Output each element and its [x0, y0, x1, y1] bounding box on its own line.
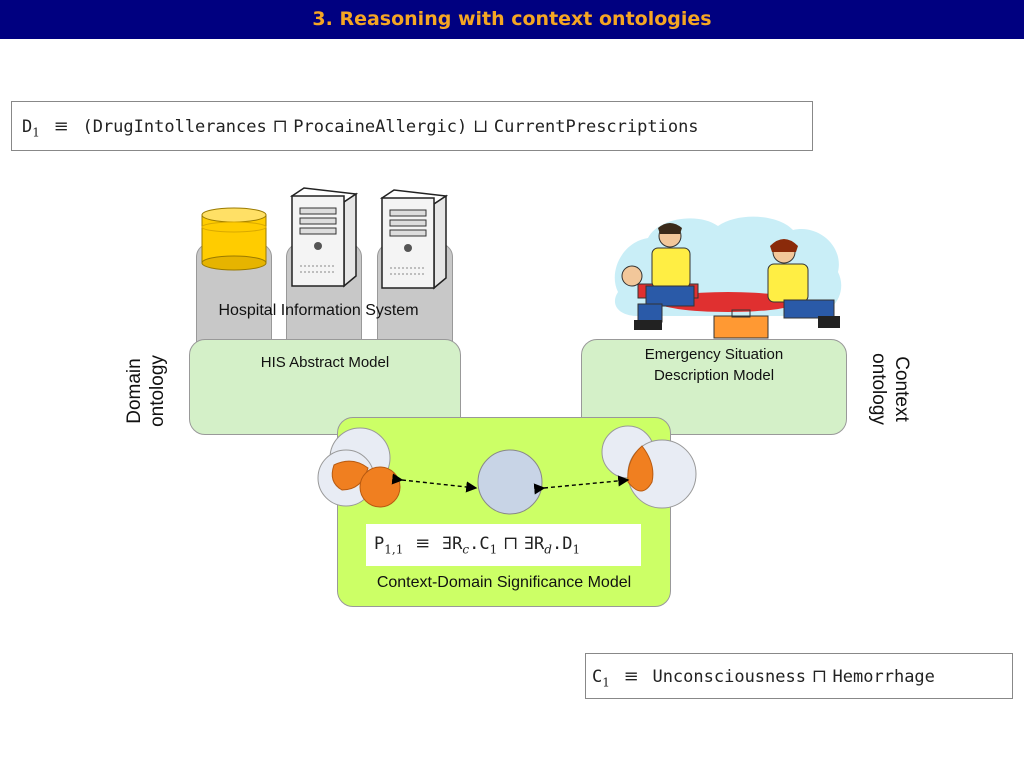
context-ontology-line1: Context	[891, 356, 912, 422]
c1-and: ⊓	[811, 666, 827, 687]
database-icon	[201, 207, 267, 271]
d1-procaine-allergic: ProcaineAllergic	[293, 117, 458, 137]
paramedics-clipart	[614, 216, 842, 339]
server-icon	[289, 187, 358, 288]
p11-equiv: ≡	[415, 533, 431, 554]
context-ontology-label: Context ontology	[865, 339, 913, 439]
formula-c1-box: C1 ≡ Unconsciousness ⊓ Hemorrhage	[585, 653, 1013, 699]
header-bar	[0, 0, 1024, 39]
slide-title: 3. Reasoning with context ontologies	[312, 8, 712, 30]
formula-d1-box: D1 ≡ (DrugIntollerances ⊓ ProcaineAllerg…	[11, 101, 813, 151]
d1-current-prescriptions: CurrentPrescriptions	[493, 117, 699, 137]
his-label: Hospital Information System	[218, 302, 419, 319]
p11-rd-sub: d	[544, 542, 552, 557]
emergency-situation-model-label-line1: Emergency Situation	[644, 346, 784, 363]
c1-hemorrhage: Hemorrhage	[832, 667, 935, 687]
emergency-situation-model-label-line2: Description Model	[653, 367, 775, 384]
c1-lhs-sub: 1	[602, 675, 610, 690]
p11-c: .C	[469, 534, 490, 554]
context-ontology-line2: ontology	[868, 353, 889, 425]
p11-and: ⊓	[502, 533, 519, 554]
his-abstract-model-label: HIS Abstract Model	[260, 354, 390, 371]
d1-drug-intollerances: DrugIntollerances	[92, 117, 267, 137]
context-overlap-orange	[627, 445, 654, 492]
d1-lhs-sub: 1	[32, 125, 40, 140]
d1-lhs: D	[22, 117, 33, 137]
p11-c-sub: 1	[489, 542, 498, 557]
p11-d: .D	[551, 534, 573, 554]
c1-equiv: ≡	[623, 666, 639, 687]
p11-lhs-sub: 1,1	[384, 542, 404, 557]
context-domain-significance-label: Context-Domain Significance Model	[376, 574, 632, 591]
d1-close-paren: )	[457, 117, 468, 137]
domain-ontology-line2: ontology	[147, 355, 168, 427]
p11-d-sub: 1	[572, 542, 581, 557]
p11-rc-sub: c	[462, 542, 470, 557]
d1-and: ⊓	[272, 116, 288, 137]
significance-center-circle	[477, 449, 543, 515]
domain-ontology-line1: Domain	[124, 358, 145, 424]
domain-overlap-orange	[331, 460, 369, 491]
p11-exists-rc: ∃R	[441, 534, 463, 554]
server-icon	[379, 189, 448, 290]
c1-lhs: C	[592, 667, 603, 687]
significance-diagram	[317, 425, 697, 515]
domain-orange-circle	[359, 466, 401, 508]
d1-or: ⊔	[473, 116, 489, 137]
d1-open-paren: (	[82, 117, 93, 137]
center-to-context-arrow	[533, 475, 630, 495]
d1-equiv: ≡	[53, 116, 69, 137]
formula-p11-box: P1,1 ≡ ∃Rc.C1 ⊓ ∃Rd.D1	[366, 524, 641, 566]
domain-ontology-label: Domain ontology	[123, 341, 171, 441]
p11-lhs: P	[374, 534, 385, 554]
domain-to-center-arrow	[391, 473, 478, 493]
p11-exists-rd: ∃R	[523, 534, 545, 554]
c1-unconsciousness: Unconsciousness	[652, 667, 806, 687]
